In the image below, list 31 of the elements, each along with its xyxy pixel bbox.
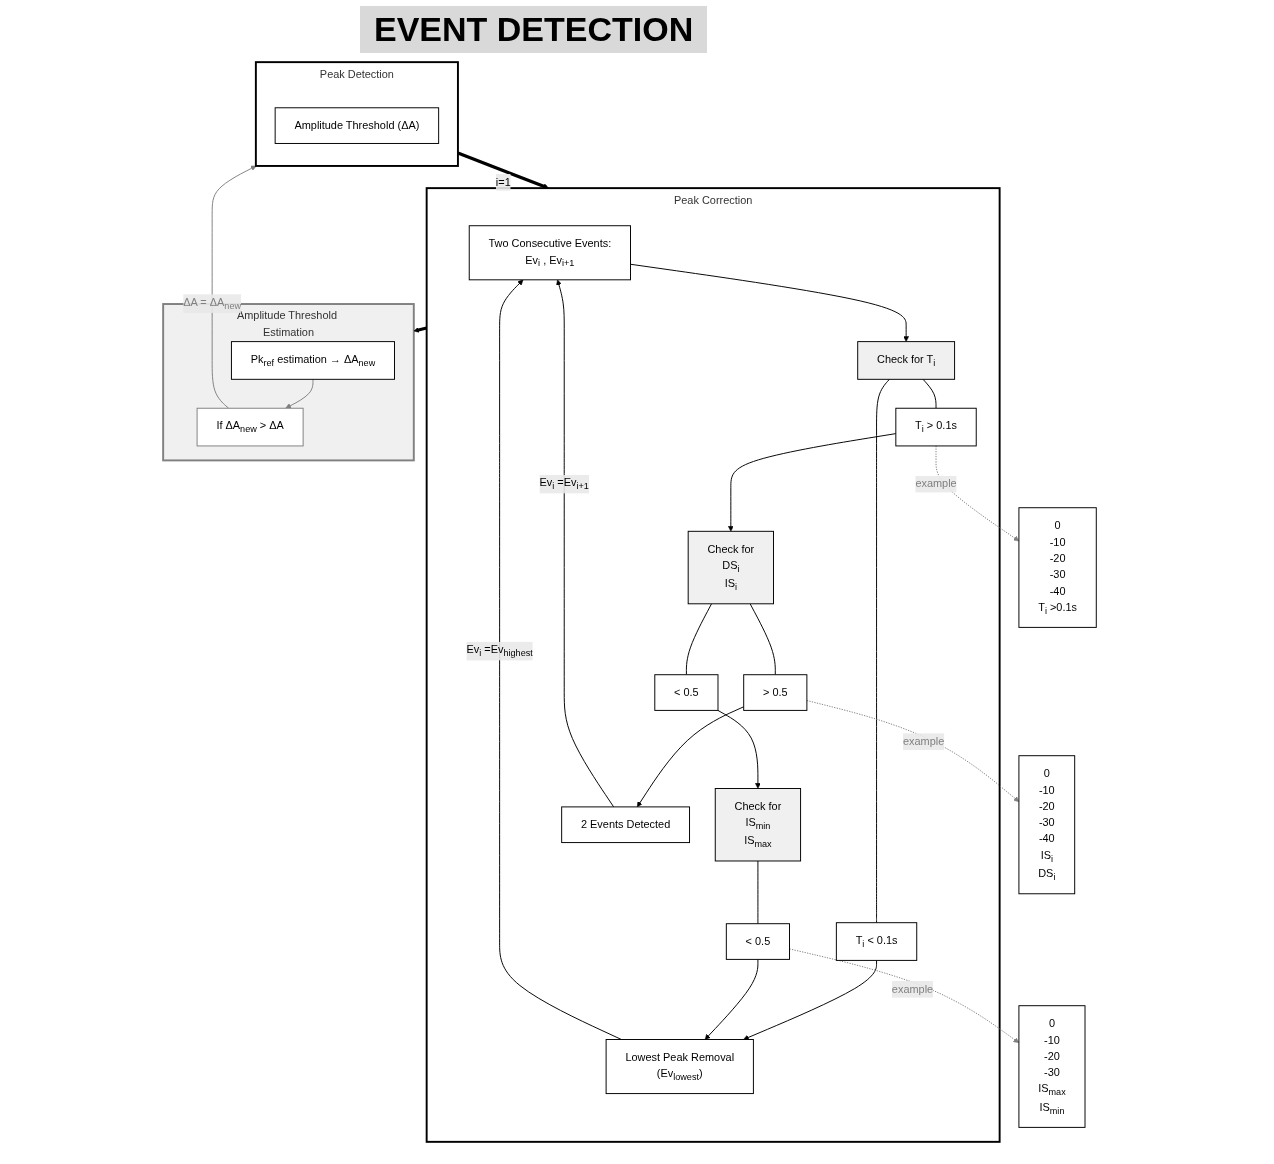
edge-label: example	[892, 982, 934, 996]
connector	[757, 860, 759, 925]
edge-label: Ev$_{i}$ =Ev$_{i+1}$	[539, 476, 590, 492]
node-box: T$_{i}$ < 0.1s	[836, 922, 918, 961]
node-box: 0 -10 -20 -30 -40 T$_{i}$ >0.1s	[1018, 507, 1098, 628]
node-box: Check for T$_{i}$	[857, 341, 956, 380]
node-box: > 0.5	[743, 674, 808, 711]
node-box: Two Consecutive Events: Ev$_{i}$ , Ev$_{i+1}$	[469, 225, 632, 281]
node-box: Check for IS$_{min}$ IS$_{max}$	[715, 788, 802, 862]
connector	[749, 603, 777, 676]
node-box: Lowest Peak Removal (Ev$_{lowest}$)	[605, 1039, 755, 1095]
connector	[686, 603, 713, 676]
node-box: Pk$_{ref}$ estimation → ΔA$_{new}$	[231, 341, 396, 380]
arrow	[413, 326, 428, 333]
node-box: Amplitude Threshold (ΔA)	[274, 107, 440, 144]
node-box: 2 Events Detected	[561, 806, 691, 844]
diagram-title: EVENT DETECTION	[360, 6, 708, 53]
edge-label: example	[903, 735, 945, 748]
node-box: Check for DS$_{i}$ IS$_{i}$	[688, 530, 775, 605]
connector	[922, 378, 937, 409]
node-box: < 0.5	[726, 923, 791, 960]
connector	[876, 378, 891, 924]
node-box: If ΔA$_{new}$ > ΔA	[196, 407, 304, 447]
edge-label: ΔA = ΔA$_{new}$	[183, 296, 242, 311]
node-box: T$_{i}$ > 0.1s	[895, 407, 977, 447]
edge-label: i=1	[496, 175, 511, 189]
node-box: 0 -10 -20 -30 -40 IS$_{i}$ DS$_{i}$	[1018, 755, 1076, 895]
edge-label: example	[915, 477, 957, 491]
node-box: 0 -10 -20 -30 IS$_{max}$ IS$_{min}$	[1018, 1005, 1086, 1128]
edge-label: Ev$_{i}$ =Ev$_{highest}$	[466, 643, 534, 659]
node-box: < 0.5	[654, 674, 719, 711]
